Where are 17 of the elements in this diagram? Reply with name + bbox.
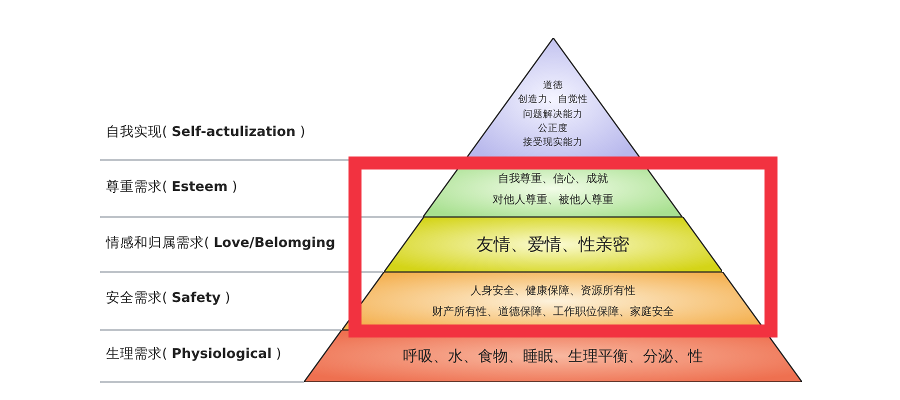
tier-text: 公正度 xyxy=(538,122,568,136)
tier-text: 自我尊重、信心、成就 xyxy=(498,170,608,186)
level-label: 安全需求( Safety ) xyxy=(106,289,230,307)
pyramid-tier xyxy=(384,217,722,272)
tier-text: 接受现实能力 xyxy=(522,136,583,150)
tier-text: 道德 xyxy=(542,79,563,93)
tier-text: 财产所有性、道德保障、工作职位保障、家庭安全 xyxy=(432,304,674,320)
tier-text: 呼吸、水、食物、睡眠、生理平衡、分泌、性 xyxy=(403,346,703,367)
level-label: 情感和归属需求( Love/Belomging xyxy=(106,234,336,252)
tier-text: 问题解决能力 xyxy=(522,108,583,122)
level-label: 尊重需求( Esteem ) xyxy=(106,178,238,196)
tier-text: 友情、爱情、性亲密 xyxy=(476,234,630,256)
level-label: 自我实现( Self-actulization ) xyxy=(106,123,306,141)
tier-text: 人身安全、健康保障、资源所有性 xyxy=(470,283,636,299)
level-label: 生理需求( Physiological ) xyxy=(106,345,282,363)
tier-text: 对他人尊重、被他人尊重 xyxy=(492,192,614,208)
tier-text: 创造力、自觉性 xyxy=(518,93,588,108)
